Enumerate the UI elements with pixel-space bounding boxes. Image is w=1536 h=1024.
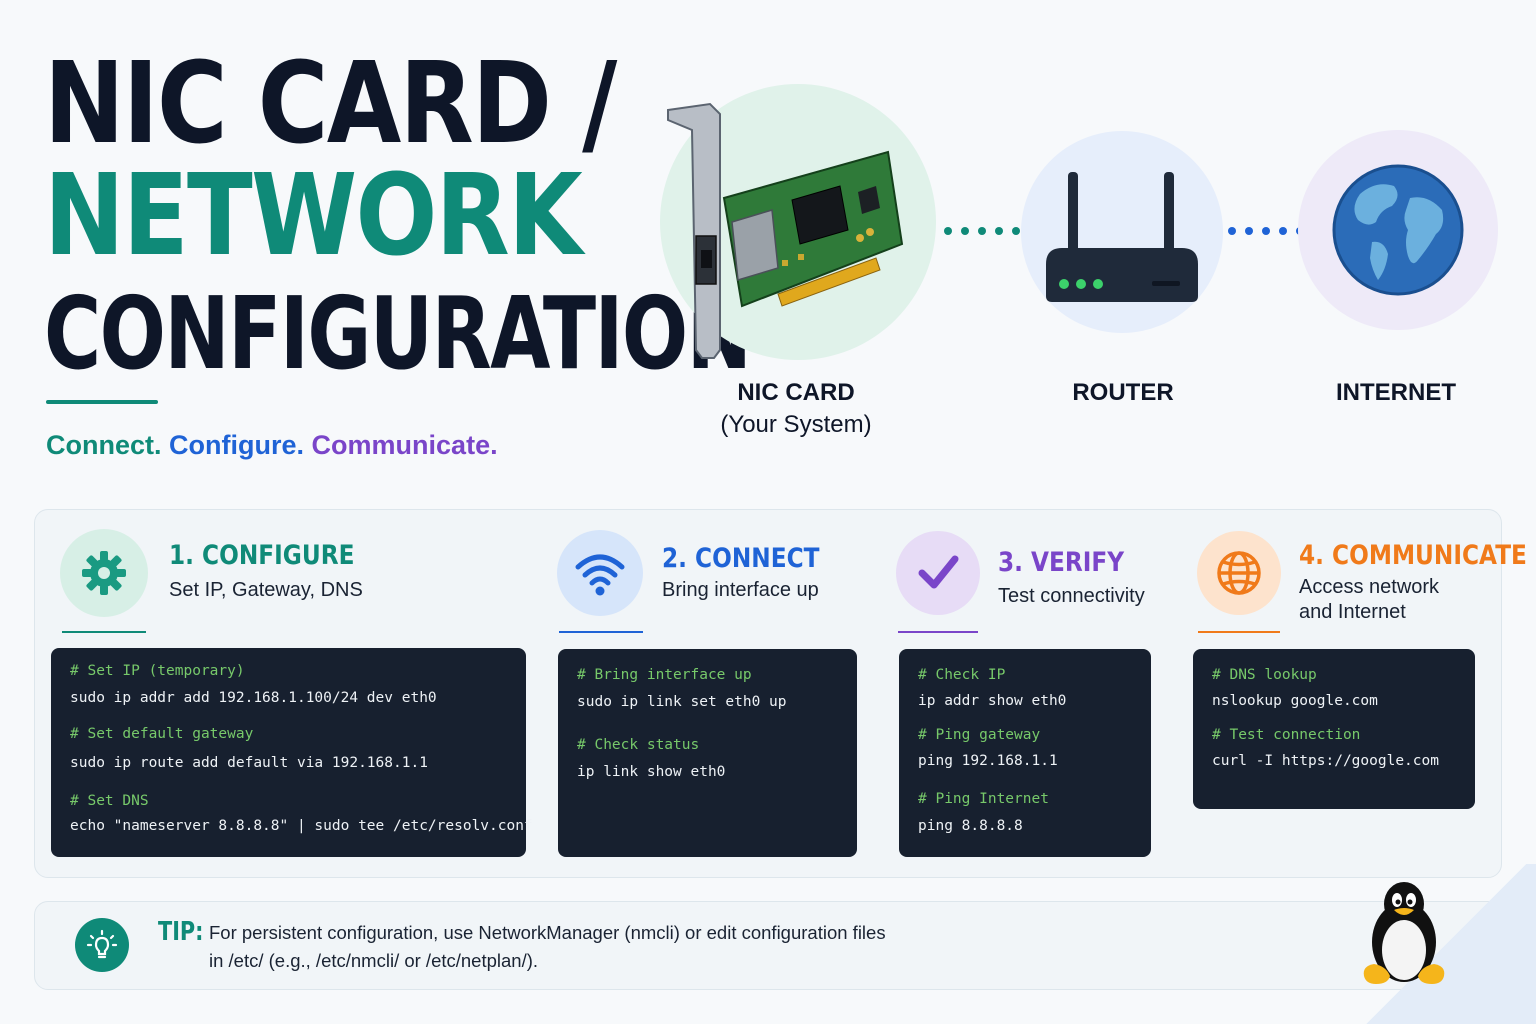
router-node-label: ROUTER xyxy=(1053,379,1193,407)
title-underline xyxy=(46,400,158,404)
code-line: sudo ip route add default via 192.168.1.… xyxy=(70,755,428,771)
tip-panel xyxy=(34,901,1502,990)
step-2-icon-circle xyxy=(557,530,643,616)
checkmark-icon xyxy=(918,555,959,589)
tip-text-line-2: in /etc/ (e.g., /etc/nmcli/ or /etc/netp… xyxy=(209,950,539,971)
tagline-connect: Connect. xyxy=(46,430,162,460)
code-line: echo "nameserver 8.8.8.8" | sudo tee /et… xyxy=(70,818,533,834)
tip-text-line-1: For persistent configuration, use Networ… xyxy=(209,922,886,943)
code-line: sudo ip link set eth0 up xyxy=(577,694,787,710)
step-2-code-block: # Bring interface up sudo ip link set et… xyxy=(558,649,857,857)
connector-dots-router-internet xyxy=(1228,227,1304,235)
step-1-title: 1. CONFIGURE xyxy=(169,540,355,571)
step-3-underline xyxy=(898,631,978,633)
title-block: NIC CARD / NETWORK CONFIGURATION xyxy=(44,48,950,390)
step-1-underline xyxy=(62,631,146,633)
code-line: sudo ip addr add 192.168.1.100/24 dev et… xyxy=(70,690,437,706)
step-2-title: 2. CONNECT xyxy=(662,543,820,574)
code-line: ping 192.168.1.1 xyxy=(918,753,1058,769)
code-line: ip link show eth0 xyxy=(577,764,726,780)
globe-icon xyxy=(1332,164,1464,296)
step-4-desc-line-2: and Internet xyxy=(1299,601,1406,623)
code-line: # Ping gateway xyxy=(918,727,1041,743)
tagline: Connect. Configure. Communicate. xyxy=(46,430,498,461)
code-line: # Check status xyxy=(577,737,700,753)
tip-icon-circle xyxy=(75,918,129,972)
nic-label-main: NIC CARD xyxy=(737,379,855,406)
step-4-desc: Access network and Internet xyxy=(1299,575,1439,625)
globe-icon xyxy=(1217,551,1261,595)
code-line: nslookup google.com xyxy=(1212,693,1378,709)
code-line: # Set IP (temporary) xyxy=(70,663,245,679)
code-line: # Test connection xyxy=(1212,727,1361,743)
step-3-code-block: # Check IP ip addr show eth0 # Ping gate… xyxy=(899,649,1151,857)
title-line-1: NIC CARD / xyxy=(44,39,617,169)
title-line-2: NETWORK xyxy=(44,151,583,281)
step-4-code-block: # DNS lookup nslookup google.com # Test … xyxy=(1193,649,1475,809)
step-4-title: 4. COMMUNICATE xyxy=(1299,540,1527,571)
code-line: # Set default gateway xyxy=(70,726,254,742)
internet-node-label: INTERNET xyxy=(1326,379,1466,407)
title-line-3: CONFIGURATION xyxy=(44,275,752,392)
code-line: # Check IP xyxy=(918,667,1006,683)
step-2-underline xyxy=(559,631,643,633)
wifi-icon xyxy=(575,554,625,596)
connector-dots-nic-router xyxy=(944,227,1020,235)
code-line: # DNS lookup xyxy=(1212,667,1317,683)
tagline-communicate: Communicate. xyxy=(311,430,498,460)
lightbulb-icon xyxy=(86,929,118,959)
code-line: # Set DNS xyxy=(70,793,149,809)
internet-label-main: INTERNET xyxy=(1336,379,1456,406)
step-4-icon-circle xyxy=(1197,531,1281,615)
code-line: ping 8.8.8.8 xyxy=(918,818,1023,834)
step-1-code-block: # Set IP (temporary) sudo ip addr add 19… xyxy=(51,648,533,857)
step-1-icon-circle xyxy=(60,529,148,617)
code-line: ip addr show eth0 xyxy=(918,693,1067,709)
gear-icon xyxy=(82,551,126,595)
step-3-desc: Test connectivity xyxy=(998,585,1145,607)
code-line: # Bring interface up xyxy=(577,667,752,683)
nic-label-sub: (Your System) xyxy=(720,411,872,438)
nic-card-icon xyxy=(667,102,904,359)
linux-penguin-icon xyxy=(1363,882,1445,984)
step-4-desc-line-1: Access network xyxy=(1299,576,1440,598)
nic-node-label: NIC CARD (Your System) xyxy=(703,379,889,439)
step-3-title: 3. VERIFY xyxy=(998,547,1125,578)
tagline-configure: Configure. xyxy=(169,430,305,460)
router-label-main: ROUTER xyxy=(1072,379,1174,406)
code-line: # Ping Internet xyxy=(918,791,1049,807)
step-2-desc: Bring interface up xyxy=(662,579,819,601)
step-1-desc: Set IP, Gateway, DNS xyxy=(169,579,363,601)
tip-label: TIP: xyxy=(158,917,204,947)
router-icon xyxy=(1046,172,1198,302)
step-4-underline xyxy=(1198,631,1280,633)
step-3-icon-circle xyxy=(896,531,980,615)
code-line: curl -I https://google.com xyxy=(1212,753,1439,769)
tip-text: For persistent configuration, use Networ… xyxy=(209,919,886,975)
